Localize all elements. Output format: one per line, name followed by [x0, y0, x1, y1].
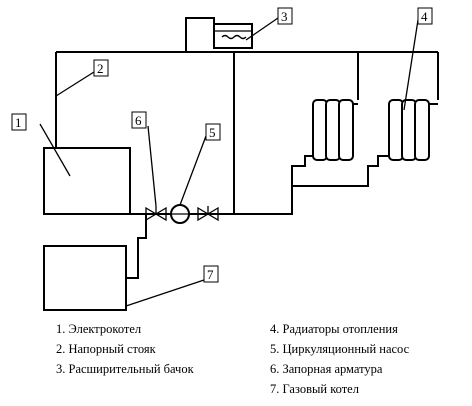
radiator-supply-branches: [357, 52, 439, 100]
return-pipe: [128, 155, 389, 215]
svg-text:6: 6: [135, 113, 142, 128]
electric-boiler: [43, 147, 131, 215]
callout-7: 7: [203, 265, 219, 283]
shutoff-valve-left: [145, 206, 167, 222]
svg-text:4: 4: [421, 9, 428, 24]
callout-leaders: [39, 17, 419, 307]
gas-boiler: [43, 214, 147, 311]
callout-3: 3: [277, 7, 293, 25]
radiator-right: [388, 99, 438, 161]
legend-item-2: 2. Напорный стояк: [56, 342, 156, 356]
shutoff-valve-right: [197, 206, 219, 222]
expansion-tank: [185, 17, 253, 52]
callout-6: 6: [131, 111, 147, 129]
radiator-left: [312, 99, 358, 161]
legend-item-3: 3. Расширительный бачок: [56, 362, 194, 376]
legend-item-5: 5. Циркуляционный насос: [270, 342, 410, 356]
callout-1: 1: [11, 113, 27, 131]
legend-item-4: 4. Радиаторы отопления: [270, 322, 398, 336]
svg-text:2: 2: [97, 61, 104, 76]
legend-item-7: 7. Газовый котел: [270, 382, 359, 396]
callout-2: 2: [93, 59, 109, 77]
circulation-pump: [170, 204, 190, 224]
svg-text:1: 1: [15, 115, 22, 130]
callout-5: 5: [205, 123, 221, 141]
svg-text:5: 5: [209, 125, 216, 140]
legend-item-6: 6. Запорная арматура: [270, 362, 383, 376]
legend-item-1: 1. Электрокотел: [56, 322, 142, 336]
callout-4: 4: [417, 7, 433, 25]
svg-text:3: 3: [281, 9, 288, 24]
svg-text:7: 7: [207, 267, 214, 282]
